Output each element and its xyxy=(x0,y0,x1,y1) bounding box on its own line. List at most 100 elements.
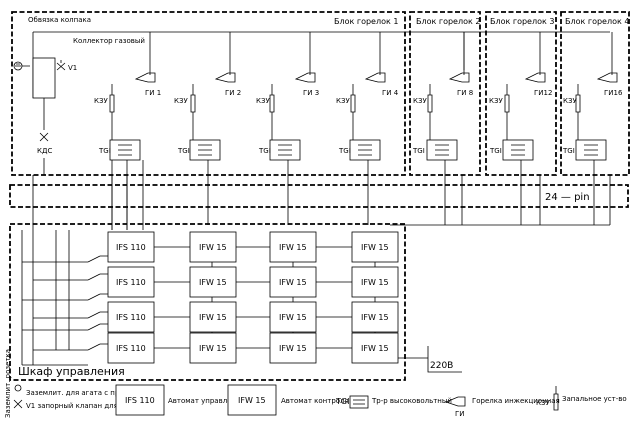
injection-burner-icon xyxy=(448,72,470,83)
control-cabinet-frame xyxy=(9,223,406,381)
injection-burner-icon xyxy=(596,72,618,83)
ifw-module-label: IFW 15 xyxy=(361,313,389,322)
burner-gi-label: ГИ 2 xyxy=(225,89,241,97)
burner-unit-1: ГИ 1 КЗУ TGI xyxy=(94,70,161,230)
burner-block-2-frame xyxy=(409,11,481,176)
burner-tgi-label: TGI xyxy=(412,147,425,155)
power-feed-line xyxy=(398,346,462,373)
burner-kzu-label: КЗУ xyxy=(563,97,577,105)
legend-tgi-text: Тр-р высоковольтный xyxy=(371,397,452,405)
burner-unit-4: ГИ 4 КЗУ TGI xyxy=(336,70,399,175)
burner-gi-label: ГИ16 xyxy=(604,89,623,97)
ignition-device-icon xyxy=(575,94,581,113)
ifw-module-label: IFW 15 xyxy=(199,313,227,322)
burner-block-3-frame xyxy=(485,11,557,176)
hood-area: Обвязка колпака Коллектор газовый Блок г… xyxy=(11,11,630,176)
burner-gi-label: ГИ 1 xyxy=(145,89,161,97)
burner-gi-label: ГИ 8 xyxy=(457,89,473,97)
ignition-device-icon xyxy=(190,94,196,113)
legend-side-text: Заземлит. розетка xyxy=(4,349,12,418)
burner-kzu-label: КЗУ xyxy=(94,97,108,105)
legend-kzu: КЗУ Запальное уст-во xyxy=(536,386,627,411)
hood-casing-label: Обвязка колпака xyxy=(28,16,91,24)
burner-kzu-label: КЗУ xyxy=(336,97,350,105)
ignition-device-icon xyxy=(350,94,356,113)
ifw-module-label: IFW 15 xyxy=(361,278,389,287)
injection-burner-icon xyxy=(524,72,546,83)
legend-ifs: IFS 110 Автомат управления xyxy=(115,384,245,416)
ifs-module-label: IFS 110 xyxy=(116,278,146,287)
ifw-module-label: IFW 15 xyxy=(199,243,227,252)
kds-sensor: КДС xyxy=(37,132,52,155)
ifw-module-label: IFW 15 xyxy=(279,278,307,287)
burner-tgi-label: TGI xyxy=(338,147,351,155)
connector-wiring xyxy=(32,160,611,230)
block-2-title: Блок горелок 2 xyxy=(416,17,480,26)
burner-gi-label: ГИ 4 xyxy=(382,89,399,97)
ifs-module-label: IFS 110 xyxy=(116,243,146,252)
gas-manifold-label: Коллектор газовый xyxy=(73,37,145,45)
burner-gi-label: ГИ12 xyxy=(534,89,552,97)
legend-ifs-text: Автомат управления xyxy=(168,397,245,405)
block-4-title: Блок горелок 4 xyxy=(565,17,629,26)
injection-burner-icon xyxy=(294,72,316,83)
burner-kzu-label: КЗУ xyxy=(174,97,188,105)
legend-gi-text: Горелка инжекционная xyxy=(472,397,560,405)
ifw-module-label: IFW 15 xyxy=(361,344,389,353)
ifs-module-label: IFS 110 xyxy=(116,344,146,353)
legend-kzu-text: Запальное уст-во xyxy=(562,395,627,403)
injection-burner-icon xyxy=(364,72,386,83)
legend-ifw-box-label: IFW 15 xyxy=(238,396,266,405)
burner-tgi-label: TGI xyxy=(258,147,271,155)
burner-unit-16: ГИ16 КЗУ TGI xyxy=(562,70,623,175)
legend-gi: ГИ Горелка инжекционная xyxy=(444,396,560,418)
legend-ifw-text: Автомат контроля xyxy=(281,397,349,405)
ifs-module-label: IFS 110 xyxy=(116,313,146,322)
connector-24pin-label: 24 — pin xyxy=(545,192,590,203)
burner-tgi-label: TGI xyxy=(177,147,190,155)
burner-unit-2: ГИ 2 КЗУ TGI xyxy=(174,70,241,175)
injection-burner-icon xyxy=(214,72,236,83)
block-3-title: Блок горелок 3 xyxy=(490,17,554,26)
ground-symbol-icon xyxy=(13,61,30,71)
cabinet-left-bus xyxy=(21,230,101,366)
burner-kzu-label: КЗУ xyxy=(256,97,270,105)
connector-24pin-frame xyxy=(9,184,629,208)
ignition-device-icon xyxy=(269,94,275,113)
burner-block-1-frame xyxy=(11,11,406,176)
legend: Заземлит. розетка Заземлит. для агата с … xyxy=(4,349,627,418)
ifw-module-label: IFW 15 xyxy=(279,344,307,353)
legend-ifw: IFW 15 Автомат контроля xyxy=(227,384,349,416)
burner-kzu-label: КЗУ xyxy=(413,97,427,105)
burner-kzu-label: КЗУ xyxy=(489,97,503,105)
burner-block-4-frame xyxy=(560,11,630,176)
burner-tgi-label: TGI xyxy=(489,147,502,155)
legend-burner-icon xyxy=(444,396,466,407)
ifw-module-label: IFW 15 xyxy=(361,243,389,252)
legend-tgi-label: TGI xyxy=(335,397,349,406)
ignition-device-icon xyxy=(109,94,115,113)
burner-unit-8: ГИ 8 КЗУ TGI xyxy=(412,32,473,175)
ifw-module-label: IFW 15 xyxy=(279,313,307,322)
legend-ignition-icon xyxy=(553,386,559,411)
control-cabinet-title: Шкаф управления xyxy=(18,365,125,378)
injection-burner-icon xyxy=(134,72,156,83)
burner-unit-3: ГИ 3 КЗУ TGI xyxy=(256,70,319,175)
legend-ground-valve: Заземлит. розетка Заземлит. для агата с … xyxy=(4,349,147,418)
legend-tgi: TGI Тр-р высоковольтный xyxy=(335,395,452,409)
shutoff-valve-icon: V1 xyxy=(56,60,77,72)
ifw-module-label: IFW 15 xyxy=(199,278,227,287)
burner-tgi-label: TGI xyxy=(98,147,111,155)
valve-label: V1 xyxy=(68,64,77,72)
legend-ifs-box-label: IFS 110 xyxy=(125,396,155,405)
burner-unit-12: ГИ12 КЗУ TGI xyxy=(489,70,552,175)
ifw-module-label: IFW 15 xyxy=(199,344,227,353)
module-row-4: IFS 110 IFW 15 IFW 15 IFW 15 xyxy=(107,332,399,364)
gas-main-panel xyxy=(32,57,56,99)
block-1-title: Блок горелок 1 xyxy=(334,17,398,26)
legend-valve-text: V1 запорный клапан для газа xyxy=(26,402,136,410)
power-label: 220В xyxy=(430,361,453,371)
legend-gi-label: ГИ xyxy=(455,410,465,418)
ifw-module-label: IFW 15 xyxy=(279,243,307,252)
legend-ground-text: Заземлит. для агата с прибором xyxy=(26,389,147,397)
